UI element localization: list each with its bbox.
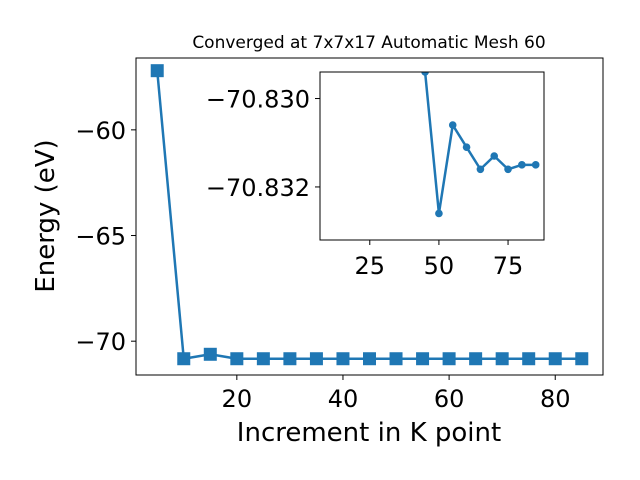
inset-x-tick-label: 50 [424, 252, 455, 280]
main-data-point [230, 352, 244, 366]
main-data-point [548, 352, 562, 366]
main-data-point [309, 352, 323, 366]
main-data-point [469, 352, 483, 366]
main-data-point [416, 352, 430, 366]
main-data-point [150, 64, 164, 78]
main-data-point [389, 352, 403, 366]
main-data-point [336, 352, 350, 366]
main-data-point [442, 352, 456, 366]
main-data-point [575, 352, 589, 366]
main-data-point [522, 352, 536, 366]
inset-background [320, 72, 544, 240]
main-y-axis: −60 −65 −70 [75, 117, 136, 356]
inset-y-tick-label: −70.832 [206, 174, 310, 202]
inset-data-point [421, 72, 429, 76]
inset-x-axis: 25 50 75 [355, 240, 524, 280]
inset-y-tick-label: −70.830 [206, 86, 310, 114]
inset-data-point [504, 165, 512, 174]
main-y-tick-label: −60 [75, 117, 126, 145]
inset-data-point [490, 152, 499, 160]
main-series [150, 64, 589, 366]
main-axes-frame [135, 57, 604, 376]
inset-data-point [531, 161, 540, 169]
inset-axes-frame [319, 71, 545, 241]
inset-x-tick-label: 75 [493, 252, 524, 280]
main-x-tick-label: 20 [222, 385, 253, 413]
inset-series-line [423, 72, 536, 215]
inset-x-tick-label: 25 [355, 252, 386, 280]
main-data-point [283, 352, 297, 366]
inset-data-point [462, 143, 471, 151]
main-x-axis: 20 40 60 80 [222, 375, 571, 413]
inset-series [421, 72, 540, 218]
main-x-tick-label: 40 [328, 385, 359, 413]
y-axis-title: Energy (eV) [31, 139, 61, 292]
main-x-tick-label: 60 [434, 385, 465, 413]
main-x-tick-label: 80 [540, 385, 571, 413]
main-plot-area: 20 40 60 80 −60 −65 −70 [75, 57, 604, 413]
main-data-point [177, 352, 191, 366]
inset-y-axis: −70.832 −70.830 [206, 86, 320, 202]
main-data-point [203, 347, 217, 361]
main-y-tick-label: −65 [75, 223, 126, 251]
x-axis-title: Increment in K point [237, 418, 501, 448]
main-data-point [363, 352, 376, 366]
inset-data-point [518, 161, 526, 169]
main-data-point [495, 352, 509, 366]
inset-plot-area: 25 50 75 −70.832 −70.830 [206, 71, 545, 280]
inset-data-point [448, 121, 457, 129]
main-data-point [256, 352, 270, 366]
main-y-tick-label: −70 [75, 328, 126, 356]
inset-data-point [435, 209, 443, 218]
chart-title: Converged at 7x7x17 Automatic Mesh 60 [192, 33, 545, 53]
inset-data-point [476, 165, 485, 174]
